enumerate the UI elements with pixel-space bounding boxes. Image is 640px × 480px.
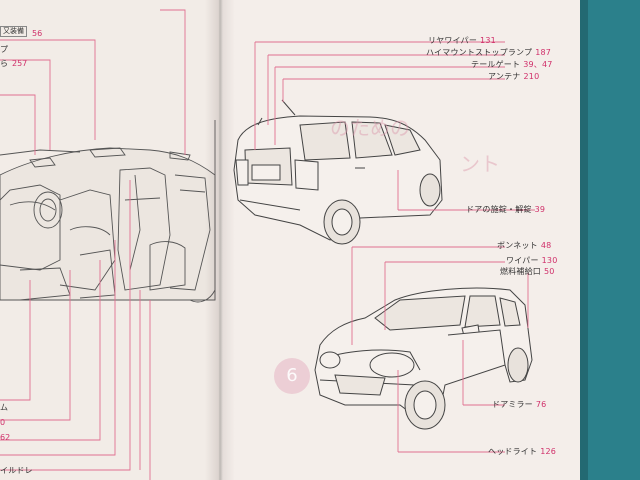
left-label-num-1: 56 [32,29,43,38]
left-label-3: ら [0,59,9,68]
right-leader-lines [254,41,535,453]
left-label-5: 0 [0,418,6,427]
left-label-7: イルドレ [0,466,33,475]
book-gutter [205,0,235,480]
ghost-circle: 6 [274,358,310,394]
ghost-title-1: のための [330,116,410,140]
background-surface [580,0,640,480]
interior-illustration [0,120,216,303]
equipment-badge: 又装備 [0,26,27,37]
left-label-2: プ [0,45,9,54]
left-label-6: 62 [0,433,11,442]
left-label-4: ム [0,403,9,412]
left-label-num-3: 257 [12,59,28,68]
left-leader-lines [0,9,186,480]
front-car-illustration [314,287,533,430]
rear-car-illustration [233,99,443,245]
ghost-title-2: ント [460,152,500,176]
